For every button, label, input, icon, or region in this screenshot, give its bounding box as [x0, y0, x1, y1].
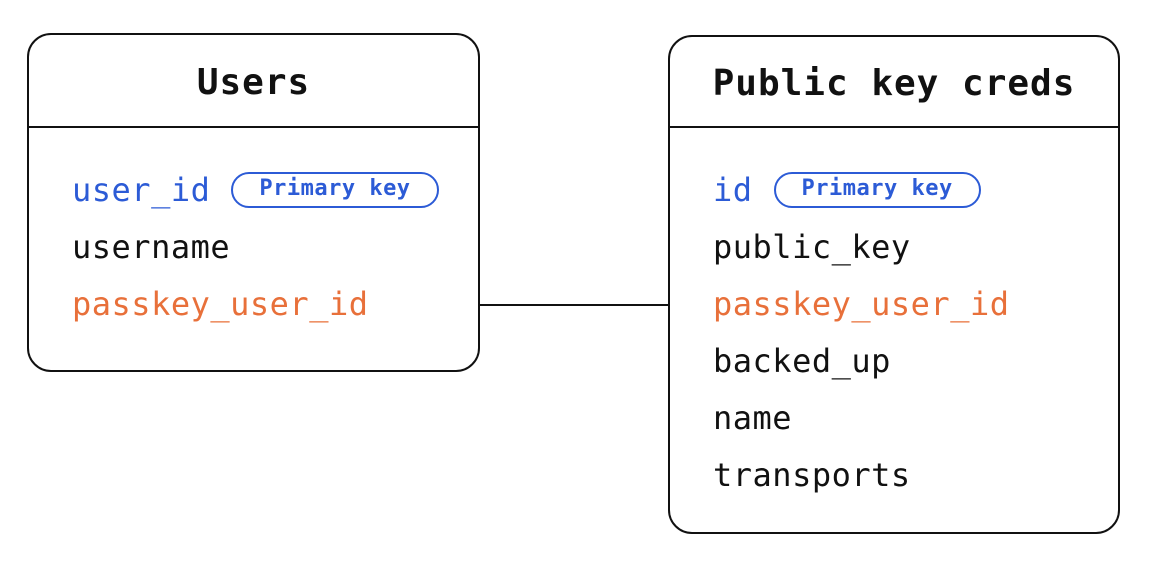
table-public-key-creds: Public key creds id Primary key public_k…: [668, 35, 1120, 534]
relationship-line: [480, 304, 668, 306]
table-users-rows: user_id Primary key username passkey_use…: [29, 128, 478, 332]
field-name: transports: [713, 455, 911, 494]
table-users: Users user_id Primary key username passk…: [27, 33, 480, 372]
primary-key-badge: Primary key: [773, 171, 981, 208]
table-row: passkey_user_id: [72, 275, 478, 332]
table-row: public_key: [713, 218, 1118, 275]
table-row: backed_up: [713, 332, 1118, 389]
table-public-key-creds-title: Public key creds: [670, 37, 1118, 128]
table-row: passkey_user_id: [713, 275, 1118, 332]
field-name: public_key: [713, 227, 911, 266]
field-name: backed_up: [713, 341, 891, 380]
table-row: transports: [713, 446, 1118, 503]
field-name: passkey_user_id: [713, 284, 1010, 323]
table-users-title: Users: [29, 35, 478, 128]
table-row: id Primary key: [713, 161, 1118, 218]
primary-key-badge: Primary key: [231, 171, 439, 208]
field-name: id: [713, 170, 753, 209]
field-name: passkey_user_id: [72, 284, 369, 323]
field-name: name: [713, 398, 793, 437]
table-row: user_id Primary key: [72, 161, 478, 218]
field-name: user_id: [72, 170, 211, 209]
table-row: name: [713, 389, 1118, 446]
table-public-key-creds-rows: id Primary key public_key passkey_user_i…: [670, 128, 1118, 503]
table-row: username: [72, 218, 478, 275]
field-name: username: [72, 227, 231, 266]
